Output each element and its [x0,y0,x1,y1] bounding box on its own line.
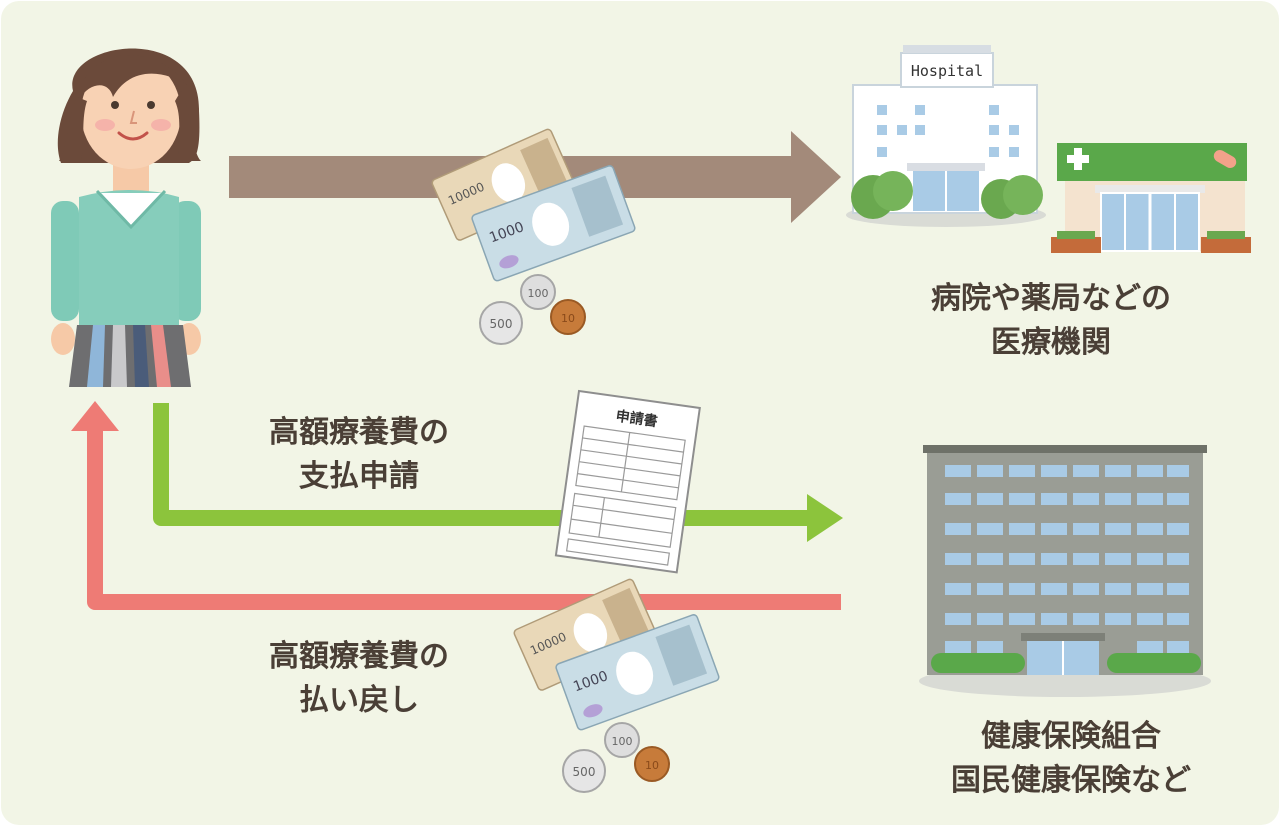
application-line2: 支払申請 [299,459,419,494]
pharmacy-illustration [1051,143,1251,253]
refund-line1: 高額療養費の [269,639,449,674]
coin-100: 100 [604,722,640,758]
money-refund: 10000 1000 100 500 10 [513,578,720,793]
insurance-building-illustration [919,445,1211,697]
insurer-line2: 国民健康保険など [951,763,1191,798]
application-line1: 高額療養費の [269,415,449,450]
coin-10-value: 10 [645,759,659,772]
application-label: 高額療養費の 支払申請 [229,411,489,499]
insurer-line1: 健康保険組合 [981,719,1161,754]
coin-10: 10 [634,746,670,782]
refund-line2: 払い戻し [299,683,419,718]
coin-10-value: 10 [561,312,575,325]
hospital-illustration: Hospital [846,45,1046,227]
banknote-1000: 1000 [471,165,636,282]
refund-label: 高額療養費の 払い戻し [229,635,489,723]
banknote-10000: 10000 [431,128,577,241]
coin-100-value: 100 [612,735,633,748]
application-form: 申請書 [554,389,701,574]
coin-10: 10 [550,299,586,335]
coin-100-value: 100 [528,287,549,300]
insurer-label: 健康保険組合 国民健康保険など [901,715,1241,803]
coin-500-value: 500 [573,765,596,779]
form-title: 申請書 [615,407,659,430]
coin-500: 500 [479,301,523,345]
banknote-1000: 1000 [555,614,720,731]
coin-500-value: 500 [490,317,513,331]
coin-500: 500 [562,749,606,793]
medical-institution-line1: 病院や薬局などの [931,281,1171,316]
hospital-sign: Hospital [911,62,983,80]
medical-institution-label: 病院や薬局などの 医療機関 [901,277,1201,365]
medical-institution-line2: 医療機関 [991,325,1111,360]
coin-100: 100 [520,274,556,310]
money-payment: 10000 1000 100 500 10 [431,128,636,345]
woman-illustration [51,48,201,387]
banknote-10000: 10000 [513,578,659,691]
